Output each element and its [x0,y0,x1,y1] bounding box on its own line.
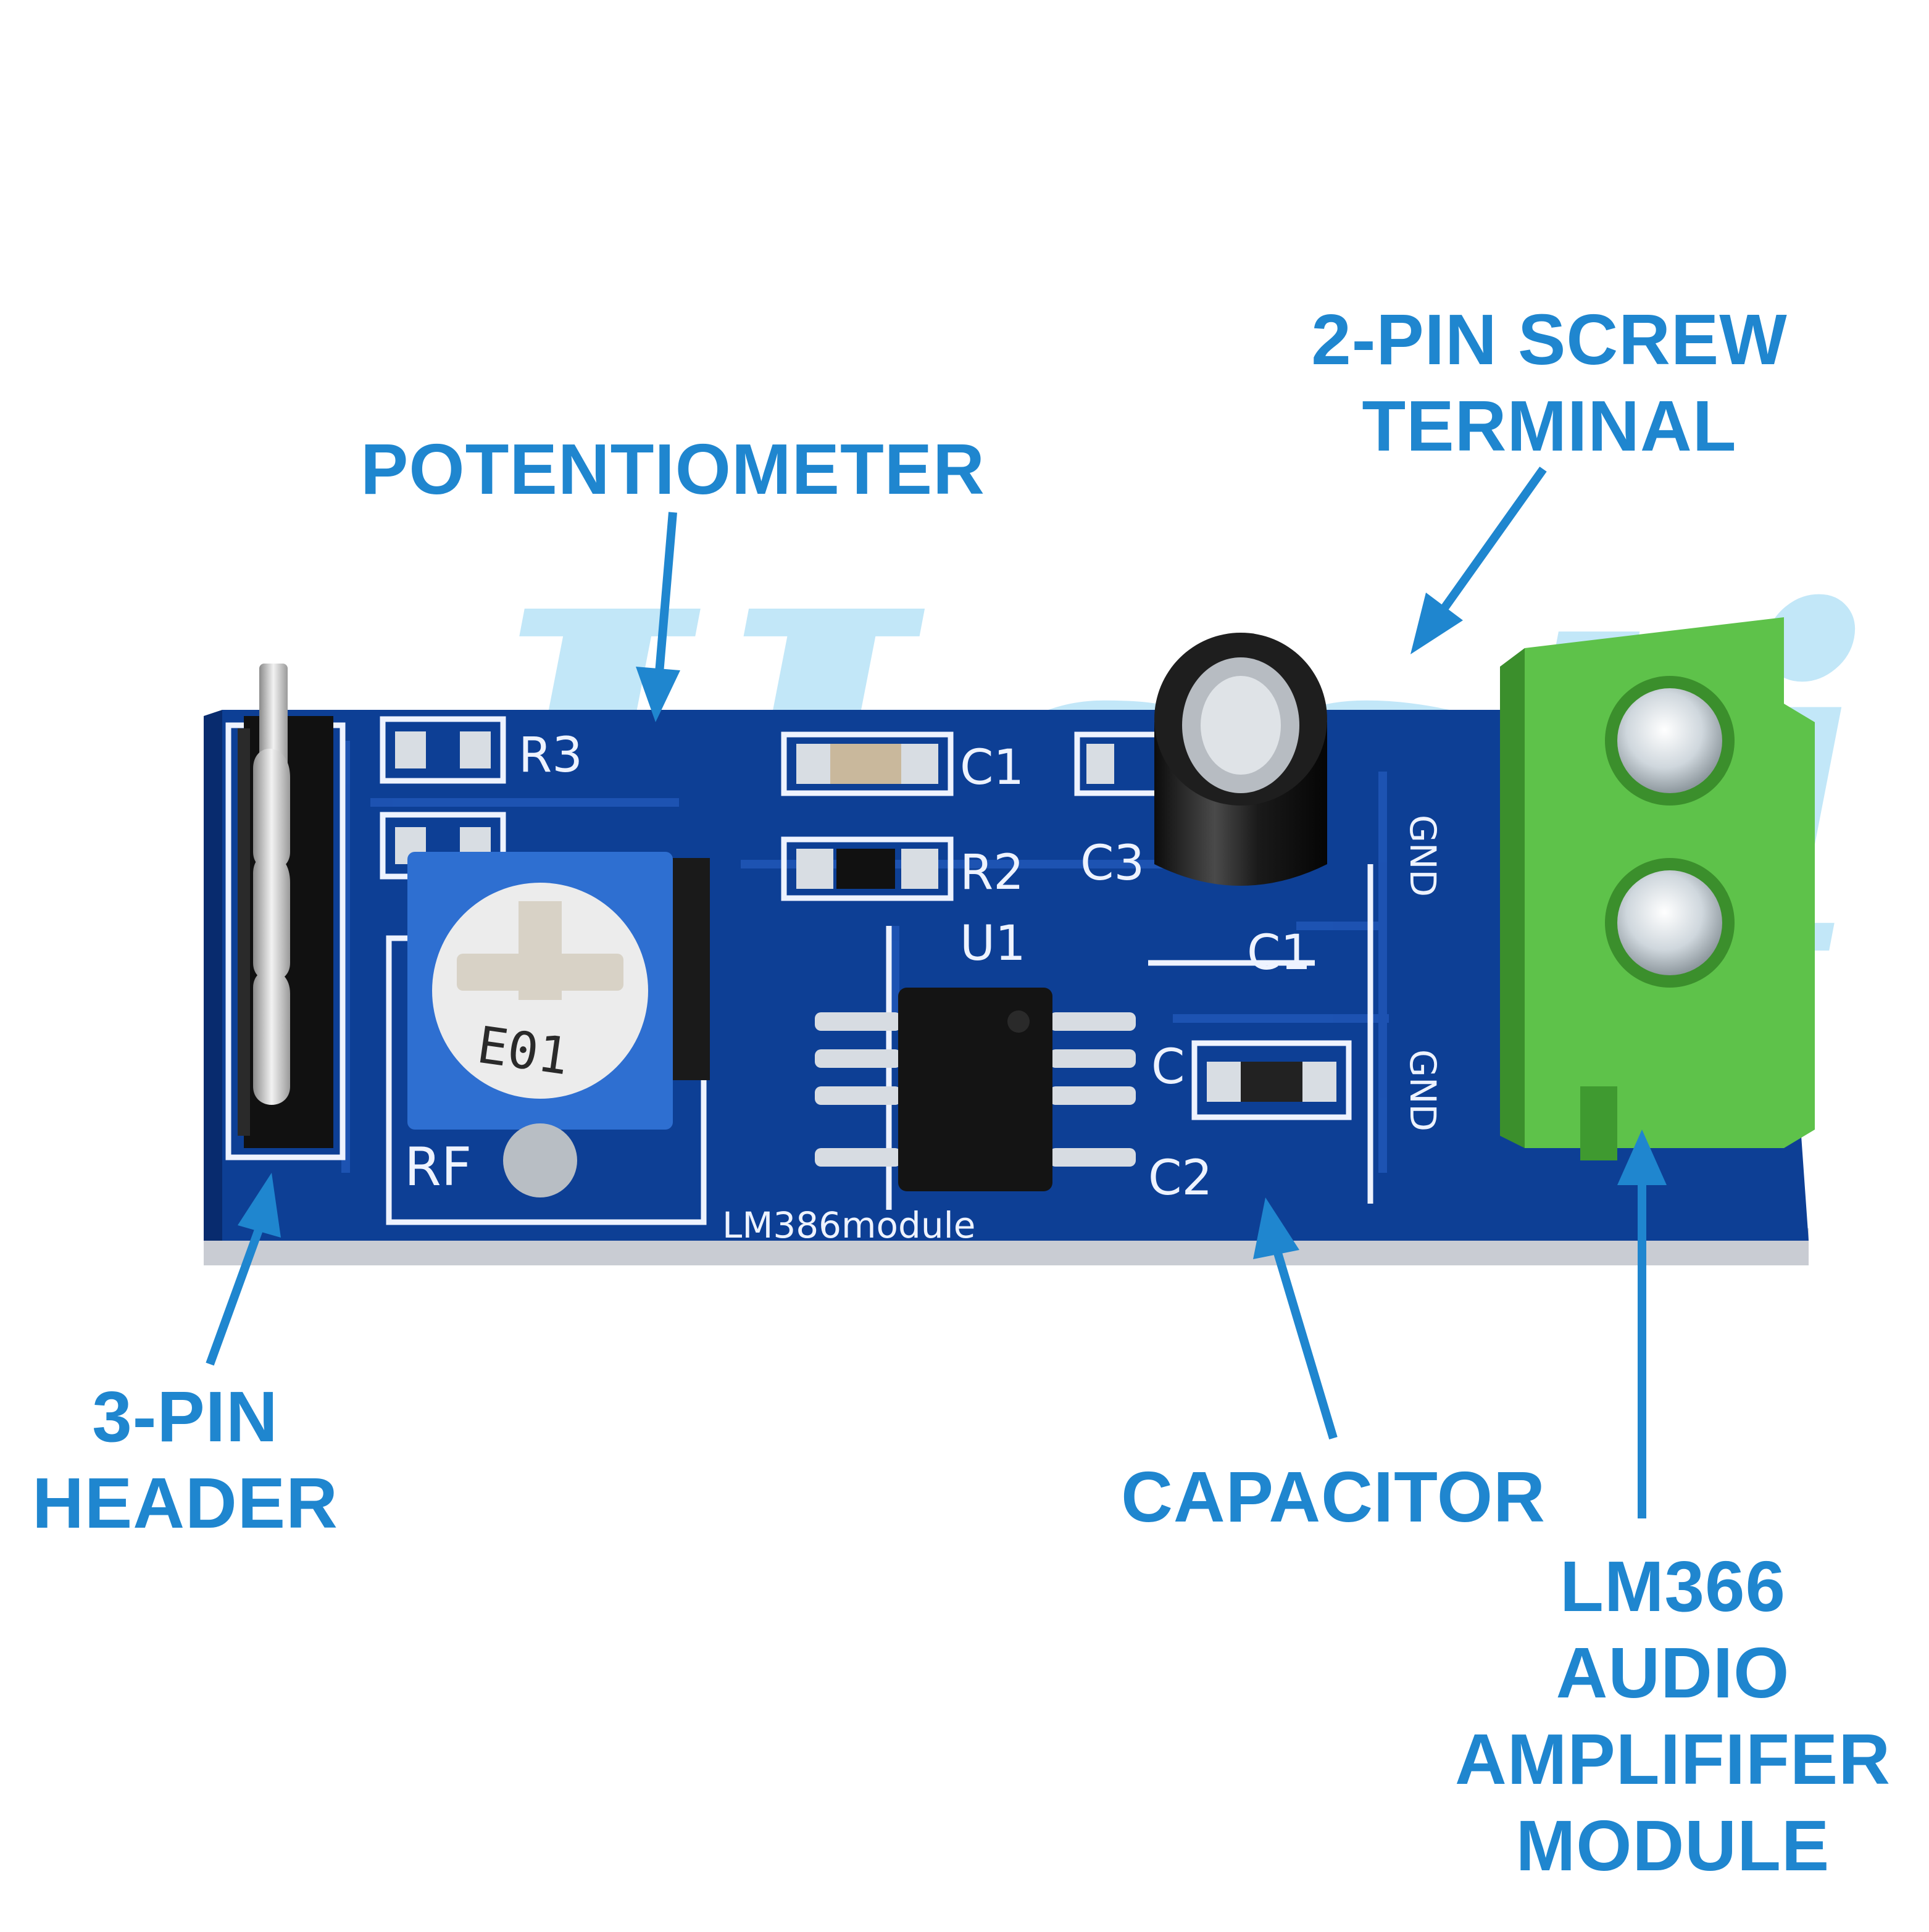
silk-gnd-top: GND [1402,815,1444,897]
label-capacitor-line-1: CAPACITOR [1121,1457,1546,1537]
resistor-r2-smd [836,849,895,889]
silk-module-name: LM386module [722,1204,975,1246]
pin-header [238,664,333,1148]
silk-rf: RF [404,1136,472,1198]
screw-terminal-part [1500,617,1815,1160]
silk-c1-top: C1 [960,740,1024,796]
arrow-capacitor [1253,1197,1338,1440]
smd-pads [395,731,1336,1102]
label-header-line-1: 3-PIN [92,1376,278,1457]
label-header-line-2: HEADER [32,1463,338,1543]
label-potentiometer: POTENTIOMETER [346,426,1000,512]
label-module-line-3: AMPLIFIFER [1455,1719,1891,1799]
silk-gnd-bottom: GND [1402,1049,1444,1131]
arrow-potentiometer [636,512,680,722]
label-screw-terminal: 2-PIN SCREW TERMINAL [1265,296,1833,469]
arrow-module [1617,1130,1667,1518]
silk-c2: C2 [1148,1151,1212,1206]
label-module-line-1: LM366 [1559,1546,1786,1626]
label-module: LM366 AUDIO AMPLIFIFER MODULE [1451,1543,1895,1889]
label-screw-terminal-line-2: TERMINAL [1362,386,1737,466]
electrolytic-capacitor [1154,633,1327,886]
capacitor-c1-smd [830,744,901,784]
potentiometer-part: E01 [407,852,710,1197]
u1-chip [815,988,1136,1191]
label-capacitor: CAPACITOR [1105,1454,1562,1540]
silk-c3: C3 [1080,836,1144,891]
label-header: 3-PIN HEADER [25,1373,346,1546]
label-potentiometer-line-1: POTENTIOMETER [360,429,985,509]
label-module-line-4: MODULE [1515,1805,1830,1886]
silk-r2: R2 [960,845,1024,901]
silk-r3: R3 [519,728,583,783]
pot-marking: E01 [473,1016,572,1087]
label-module-line-2: AUDIO [1556,1633,1790,1713]
callout-arrows [206,466,1667,1518]
arrow-header [206,1173,281,1366]
silk-c1-mid: C1 [1247,925,1311,981]
silk-c-left: C [1151,1039,1185,1095]
silk-u1: U1 [960,916,1026,972]
label-screw-terminal-line-1: 2-PIN SCREW [1311,299,1788,380]
capacitor-c2-smd [1241,1062,1302,1102]
arrow-screw-terminal [1410,466,1547,654]
